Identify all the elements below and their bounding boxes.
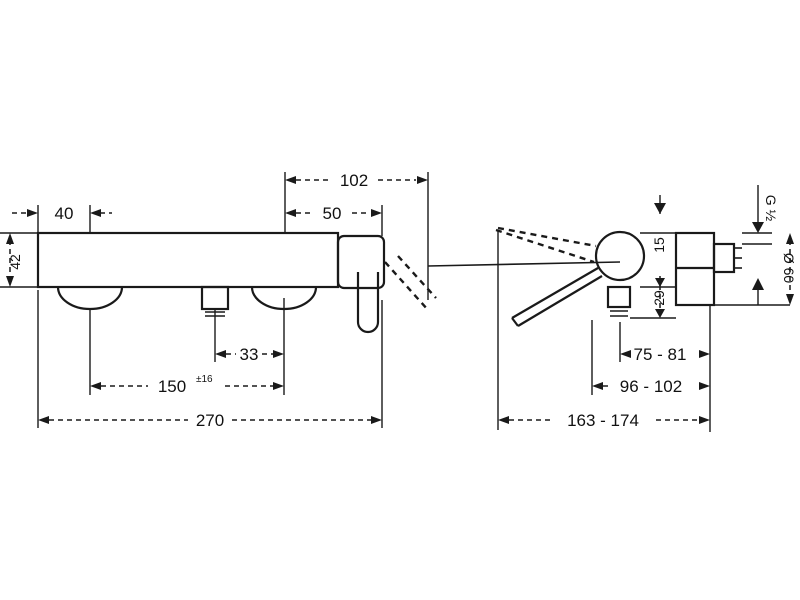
dim-33-label: 33: [240, 345, 259, 364]
lever-cap: [336, 234, 386, 290]
view-link-line: [427, 261, 621, 267]
spout-outlet: [200, 285, 230, 311]
thread-connector: [712, 242, 736, 274]
mixer-body: [36, 231, 340, 289]
dim-29-label: 29: [651, 290, 667, 306]
dim-thread-label: G ½: [763, 195, 779, 222]
lever-swing-dashed: [384, 261, 429, 311]
side-view: 15 29 G ½ Ø 60 75 - 81 96 - 102: [495, 185, 797, 432]
dim-102-label: 102: [340, 171, 368, 190]
dim-15-label: 15: [651, 237, 667, 253]
left-valve-housing: [56, 286, 124, 311]
spout-side: [606, 285, 632, 309]
lever-hub: [594, 230, 646, 282]
dim-40-label: 40: [55, 204, 74, 223]
lever-handle-side: [511, 267, 599, 319]
dim-270-label: 270: [196, 411, 224, 430]
handle-swing-dashed-upper: [497, 226, 597, 248]
dim-height-label: 42: [7, 254, 23, 270]
dim-150-label: 150: [158, 377, 186, 396]
dim-50-label: 50: [323, 204, 342, 223]
dim-163-174-label: 163 - 174: [567, 411, 639, 430]
dim-diameter-label: Ø 60: [781, 253, 797, 284]
lever-handle: [356, 272, 380, 334]
dim-96-102-label: 96 - 102: [620, 377, 682, 396]
front-view: 42 40 102 50 33: [0, 171, 437, 430]
dim-150-tolerance: ±16: [196, 374, 213, 385]
dim-75-81-label: 75 - 81: [634, 345, 687, 364]
